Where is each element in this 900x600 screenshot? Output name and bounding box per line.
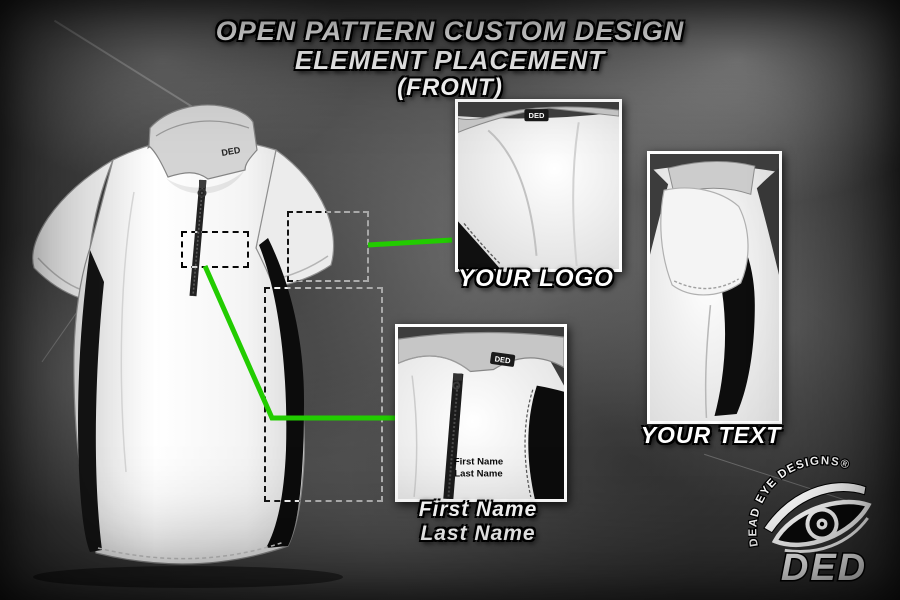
inset-name-placement-photo: DED First Name Last Name <box>395 324 567 502</box>
inset-collar-edge <box>458 106 619 133</box>
chest-seam <box>411 375 418 498</box>
collar <box>148 104 258 180</box>
hem-stitch <box>97 541 285 560</box>
left-sleeve-stitch <box>37 257 83 291</box>
zipper-slider <box>199 180 206 188</box>
eyebrow-swoosh <box>763 482 867 534</box>
inset-text-placement-photo <box>647 151 782 424</box>
inset-logo-art: DED <box>458 102 619 269</box>
your-logo-label: YOUR LOGO <box>458 265 614 292</box>
name-placeholder-line2: Last Name <box>454 469 502 480</box>
collar-tag <box>524 109 549 122</box>
side-sleeve <box>660 187 749 296</box>
your-text-label: YOUR TEXT <box>640 422 782 448</box>
name-label-line1: First Name <box>418 498 538 521</box>
placement-zone-side-panel <box>264 287 383 502</box>
chest-seam <box>120 191 135 473</box>
placement-zone-chest-left <box>181 231 249 268</box>
neck-shadow <box>166 170 245 194</box>
collar-tag-text: DED <box>494 354 512 365</box>
collar-fold-line <box>155 120 250 137</box>
placement-zone-chest-right <box>287 211 369 282</box>
inset-text-art <box>650 154 779 421</box>
side-panel-corner <box>458 221 501 269</box>
inset-backdrop-left <box>650 166 669 255</box>
sleeve-seam <box>572 122 580 267</box>
inset-logo-placement-photo: DED <box>455 99 622 272</box>
zipper-teeth <box>192 179 204 297</box>
title-line-3: (FRONT) <box>397 74 503 102</box>
shirt-shadow <box>33 566 343 588</box>
zipper-pull-ring <box>452 381 461 390</box>
ded-wordmark: DED <box>781 547 867 589</box>
collar-edge-left <box>398 355 471 372</box>
inset-name-art: DED First Name Last Name <box>398 327 564 499</box>
zipper-slider <box>453 373 463 381</box>
zipper-pull-ring <box>197 188 207 198</box>
name-placeholder-line1: First Name <box>454 457 503 468</box>
title-line-1: OPEN PATTERN CUSTOM DESIGN <box>215 16 685 46</box>
panel-stitch <box>463 223 501 265</box>
shoulder-seam <box>487 129 538 256</box>
name-label-line2: Last Name <box>420 521 536 545</box>
inset-backdrop-right <box>756 168 779 275</box>
shirt-front-illustration: DED <box>32 104 343 588</box>
page-title: OPEN PATTERN CUSTOM DESIGN ELEMENT PLACE… <box>0 16 900 102</box>
sleeve-hem-stitch <box>673 278 740 290</box>
collar-brand-mark: DED <box>221 145 242 158</box>
shirt-left-sleeve <box>32 158 115 299</box>
inset-fabric <box>458 102 619 269</box>
side-panel-black <box>528 385 564 499</box>
lower-lid-accent <box>784 517 869 553</box>
name-placement-label: First Name Last Name <box>398 498 558 545</box>
shirt-body <box>73 137 305 565</box>
body-seam <box>704 305 712 419</box>
pupil <box>819 521 825 527</box>
left-side-panel <box>78 250 104 552</box>
callout-line-logo <box>367 237 453 248</box>
ded-logo: DEAD EYE DESIGNS® DED <box>748 454 872 591</box>
zipper-teeth <box>447 373 460 499</box>
title-line-2: ELEMENT PLACEMENT <box>294 45 606 76</box>
panel-stitch <box>524 389 534 498</box>
collar-tag <box>490 351 516 367</box>
eye-emblem <box>763 482 872 553</box>
collar-tag-text: DED <box>529 111 545 120</box>
